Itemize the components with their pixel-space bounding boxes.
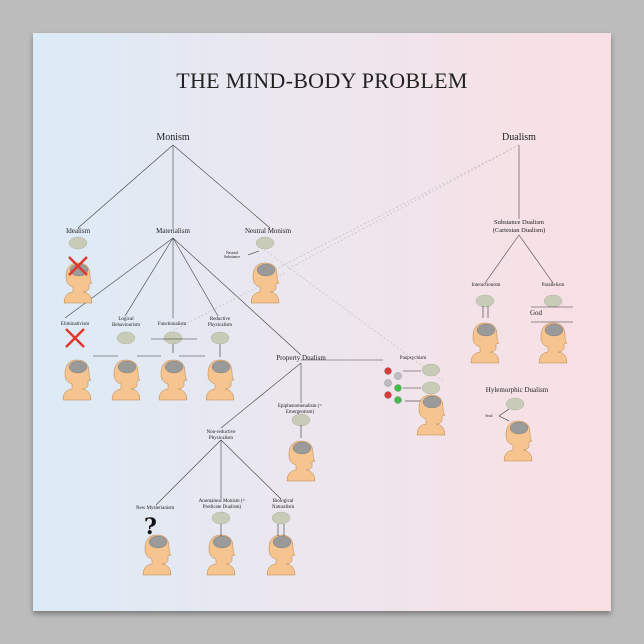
mind-cloud-icon (543, 294, 563, 308)
particle-icon (394, 372, 402, 380)
node-new-mysterianism: New Mysterianism (135, 506, 175, 511)
mind-cloud-icon (475, 294, 495, 308)
panpsychism-head (416, 394, 446, 436)
particle-icon (384, 379, 392, 387)
brain-icon (68, 360, 88, 374)
arrow-icon (247, 250, 260, 256)
mind-cloud-icon (271, 511, 291, 525)
tree-branch (220, 439, 282, 500)
question-mark-icon: ? (144, 514, 157, 540)
new-mysterianism-head (142, 534, 172, 576)
tree-branch (484, 234, 520, 284)
node-anomalous-monism: Anomalous Monism (= Predicate Dualism) (198, 499, 246, 510)
mind-cloud-icon (505, 397, 525, 411)
reductive-physicalism-head (205, 359, 235, 401)
brain-icon (509, 421, 529, 435)
brain-icon (272, 535, 292, 549)
cross-icon (65, 328, 85, 348)
node-epiphenomenalism: Epiphenomenalism (= Emergentism) (277, 404, 323, 415)
node-property-dualism: Property Dualism (276, 354, 326, 362)
neutral-monism-head (250, 262, 280, 304)
interactionism-head (470, 322, 500, 364)
brain-icon (212, 535, 232, 549)
parallelism-head (538, 322, 568, 364)
mind-cloud-icon (116, 331, 136, 345)
mind-cloud-icon (210, 331, 230, 345)
logical-behaviourism-head (111, 359, 141, 401)
neutral-monism-cloud-icon (255, 236, 275, 250)
node-parallelism: Parallelism (541, 283, 565, 288)
brain-icon (292, 441, 312, 455)
tree-branch (172, 144, 271, 229)
mind-cloud-icon (163, 331, 183, 345)
node-reductive-physicalism: Reductive Physicalism (207, 317, 233, 328)
brain-icon (422, 395, 442, 409)
brain-icon (211, 360, 231, 374)
functionalism-head (158, 359, 188, 401)
mind-cloud-icon (421, 381, 441, 395)
node-panpsychism: Panpsychism (399, 356, 427, 361)
eliminativism-head (62, 359, 92, 401)
node-materialism: Materialism (156, 227, 190, 235)
node-logical-behaviourism: Logical Behaviourism (111, 317, 141, 328)
brain-icon (148, 535, 168, 549)
tree-diagram (62, 144, 573, 576)
tree-branch (172, 237, 302, 356)
tree-branch (155, 439, 222, 506)
tree-branch (77, 144, 174, 229)
node-non-reductive-physicalism: Non-reductive Physicalism (206, 430, 236, 441)
brain-icon (164, 360, 184, 374)
page-title: THE MIND-BODY PROBLEM (176, 68, 468, 93)
biological-naturalism-head (266, 534, 296, 576)
node-idealism: Idealism (65, 227, 91, 235)
arrow-icon (498, 415, 510, 422)
node-cartesian-dualism: (Cartesian Dualism) (492, 227, 546, 234)
epiphenomenalism-head (286, 440, 316, 482)
dotted-link (287, 144, 520, 270)
soul-label: Soul (485, 413, 493, 418)
tree-branch (518, 234, 554, 284)
mind-cloud-icon (211, 511, 231, 525)
tree-branch (64, 237, 174, 319)
god-label-parallelism: God (529, 309, 543, 317)
node-dualism: Dualism (502, 132, 536, 143)
anomalous-monism-head (206, 534, 236, 576)
particle-icon (394, 384, 402, 392)
node-interactionism: Interactionism (471, 283, 501, 288)
node-hylemorphic-dualism: Hylemorphic Dualism (485, 386, 549, 394)
hylemorphic-dualism-head (503, 420, 533, 462)
node-neutral-substance: Neutral Substance (223, 250, 241, 260)
brain-icon (544, 323, 564, 337)
arrow-icon (498, 408, 510, 417)
tree-branch (124, 237, 174, 317)
tree-branch (172, 237, 219, 317)
node-neutral-monism: Neutral Monism (244, 227, 292, 235)
poster: THE MIND-BODY PROBLEM Monism Dualism Ide… (33, 33, 611, 611)
node-substance-dualism: Substance Dualism (493, 219, 544, 226)
node-biological-naturalism: Biological Naturalism (271, 499, 295, 510)
brain-icon (117, 360, 137, 374)
figures (62, 236, 573, 576)
node-monism: Monism (156, 132, 190, 143)
idealism-head (63, 262, 93, 304)
particle-icon (394, 396, 402, 404)
brain-icon (476, 323, 496, 337)
particle-icon (384, 367, 392, 375)
dotted-link (267, 144, 520, 274)
mind-cloud-icon (291, 413, 311, 427)
tree-branch (220, 362, 302, 429)
mind-cloud-icon (421, 363, 441, 377)
idealism-mind-cloud-icon (68, 236, 88, 250)
cross-icon (68, 256, 88, 276)
particle-icon (384, 391, 392, 399)
tree-lines (64, 144, 554, 506)
node-functionalism: Functionalism (157, 322, 187, 327)
brain-icon (256, 263, 276, 277)
dotted-links (167, 144, 520, 382)
node-eliminativism: Eliminativism (60, 322, 90, 327)
